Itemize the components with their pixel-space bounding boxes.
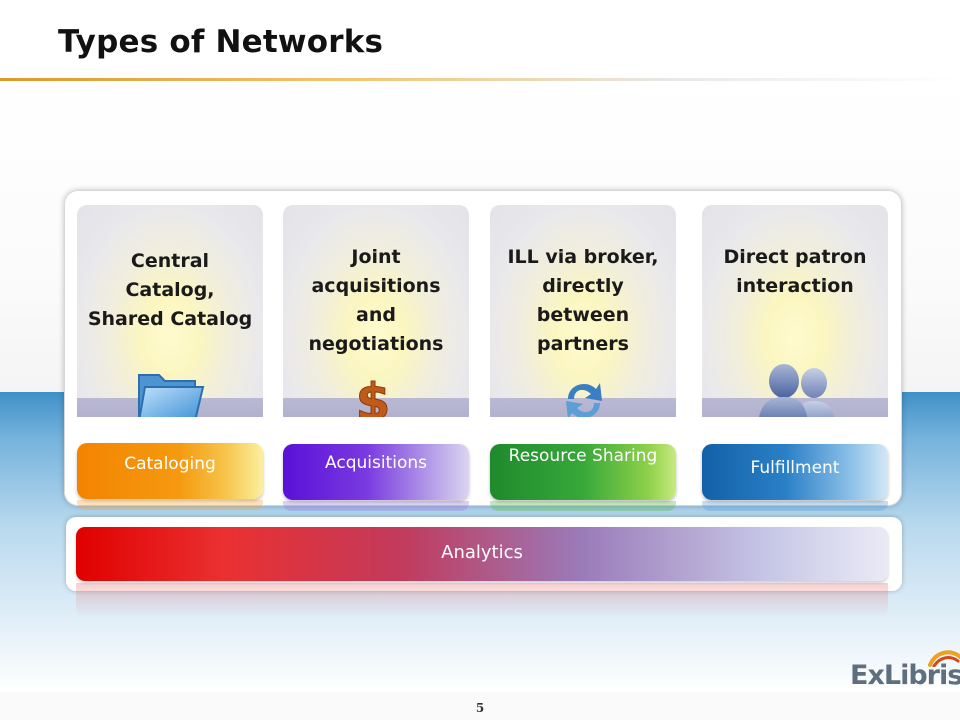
- card-glow: [283, 205, 469, 417]
- card-description: Direct patron interaction: [723, 246, 867, 297]
- card-description: ILL via broker, directly between partner…: [507, 246, 659, 355]
- tab-reflection: [702, 501, 888, 511]
- svg-text:$: $: [356, 373, 391, 417]
- analytics-label: Analytics: [441, 542, 523, 563]
- tab-label: Resource Sharing: [508, 446, 658, 466]
- tab-reflection: [490, 501, 676, 511]
- page-number: 5: [475, 701, 485, 715]
- folder-icon: [138, 374, 205, 417]
- tab-acquisitions[interactable]: Acquisitions: [283, 444, 469, 500]
- card-ill-broker: ILL via broker, directly between partner…: [490, 205, 676, 417]
- tab-resource-sharing[interactable]: Resource Sharing: [490, 444, 676, 500]
- logo-text: ExLibris: [850, 660, 960, 691]
- tab-label: Acquisitions: [325, 453, 427, 473]
- card-band: [283, 398, 469, 417]
- analytics-reflection: [76, 583, 888, 617]
- title-divider: [0, 78, 960, 81]
- dollar-icon: $: [355, 373, 391, 418]
- tab-label: Cataloging: [124, 454, 216, 474]
- card-description: Joint acquisitions and negotiations: [308, 246, 444, 355]
- logo-arc-icon: [928, 650, 960, 667]
- tab-cataloging[interactable]: Cataloging: [77, 443, 263, 499]
- exchange-arrows-icon: [566, 383, 602, 417]
- tab-reflection: [283, 501, 469, 511]
- tab-label: Fulfillment: [750, 458, 840, 478]
- card-joint-acquisitions: Joint acquisitions and negotiations $: [283, 205, 469, 417]
- card-band: [490, 398, 676, 417]
- card-description: Central Catalog, Shared Catalog: [87, 250, 253, 330]
- card-direct-patron: Direct patron interaction: [702, 205, 888, 417]
- people-icon: [759, 364, 835, 417]
- card-glow: [490, 205, 676, 417]
- footer: [0, 692, 960, 720]
- slide-title: Types of Networks: [58, 24, 384, 60]
- tab-reflection: [77, 500, 263, 510]
- card-central-catalog: Central Catalog, Shared Catalog: [77, 205, 263, 417]
- exlibris-logo: ExLibris: [850, 650, 960, 691]
- analytics-bar[interactable]: Analytics: [76, 527, 888, 581]
- tab-fulfillment[interactable]: Fulfillment: [702, 444, 888, 500]
